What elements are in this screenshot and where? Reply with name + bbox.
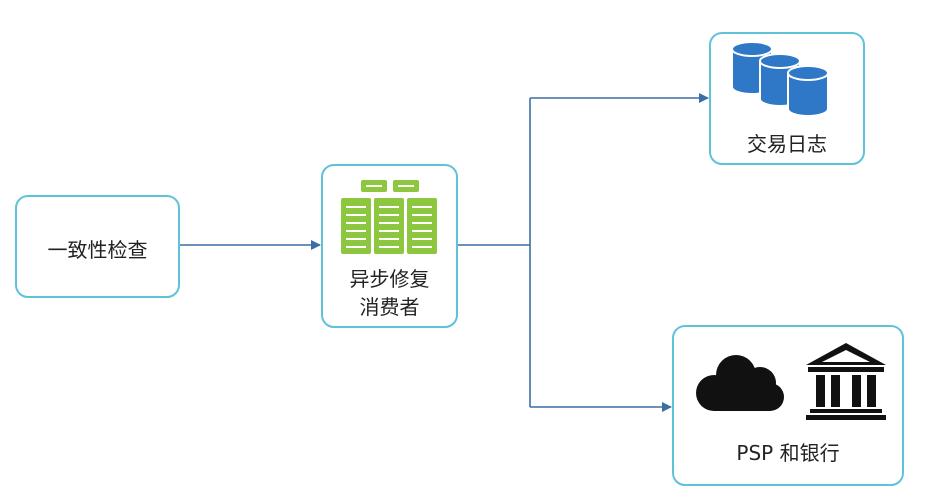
transaction-log-label: 交易日志 <box>747 132 827 156</box>
bank-icon <box>806 343 886 420</box>
async-repair-consumer-label-line2: 消费者 <box>359 295 420 319</box>
database-icon <box>731 41 829 115</box>
consistency-check-label: 一致性检查 <box>47 238 148 262</box>
transaction-log-node[interactable]: 交易日志 <box>709 32 865 165</box>
server-rack-icon <box>341 180 437 254</box>
consistency-check-node[interactable]: 一致性检查 <box>15 195 180 298</box>
async-repair-consumer-node[interactable]: 异步修复 消费者 <box>321 164 458 328</box>
psp-and-bank-label: PSP 和银行 <box>736 441 840 465</box>
psp-and-bank-node[interactable]: PSP 和银行 <box>672 325 904 486</box>
async-repair-consumer-label-line1: 异步修复 <box>349 267 430 291</box>
cloud-icon <box>696 355 784 411</box>
